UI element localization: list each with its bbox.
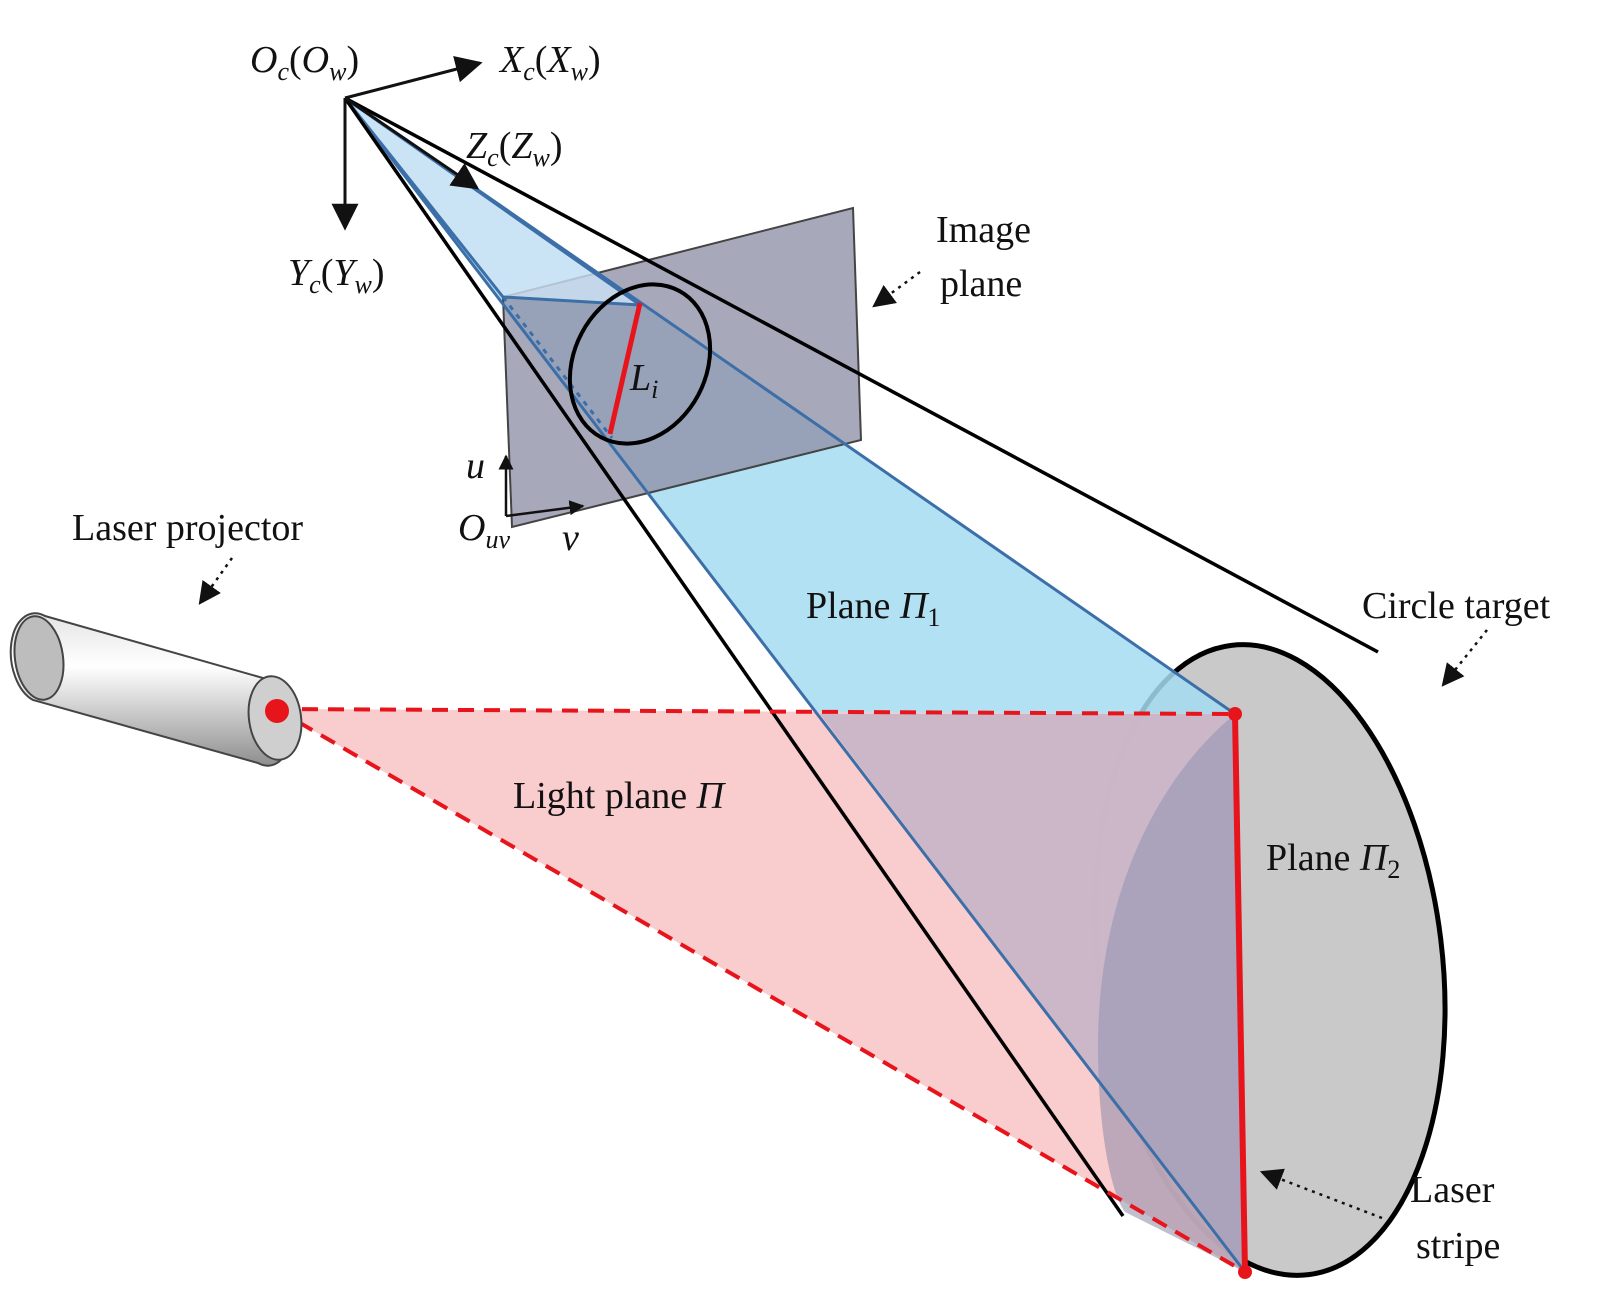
x-axis-label: Xc(Xw) (498, 39, 601, 86)
cone-outline (343, 96, 1379, 1217)
circle-target-label: Circle target (1362, 585, 1551, 627)
laser-emitter-dot (265, 699, 289, 723)
li-line (607, 302, 643, 435)
v-axis-label: v (562, 517, 579, 559)
plane-pi2-label: Plane Π2 (1266, 837, 1400, 884)
camera-axes (331, 56, 483, 231)
laser-projector-label: Laser projector (72, 507, 303, 549)
laser-projector (9, 612, 303, 767)
laser-stripe-label-2: stripe (1416, 1225, 1500, 1267)
image-axes (498, 454, 585, 518)
image-plane-label-1: Image (936, 209, 1031, 251)
dotted-ray (501, 296, 614, 439)
laser-dashed-edges (274, 707, 1247, 1274)
laser-stripe (1232, 713, 1248, 1273)
light-plane-label: Light plane Π (513, 775, 727, 817)
origin-label: Oc(Ow) (250, 39, 359, 86)
image-ellipse (567, 282, 713, 446)
stripe-top-dot (1228, 707, 1242, 721)
pi1-target-overlap (1097, 714, 1245, 1272)
pi1-rays (343, 96, 1247, 1273)
pointer-arrows (198, 270, 1488, 1220)
ouv-label: Ouv (458, 507, 510, 554)
z-axis-label: Zc(Zw) (466, 125, 562, 172)
u-axis-label: u (466, 445, 485, 487)
plane-pi1-label: Plane Π1 (806, 585, 940, 632)
image-plane-label-2: plane (940, 263, 1022, 305)
y-axis-label: Yc(Yw) (288, 252, 384, 299)
stripe-bottom-dot (1238, 1265, 1252, 1279)
laser-stripe-label-1: Laser (1410, 1169, 1495, 1211)
li-label: Li (629, 357, 658, 404)
